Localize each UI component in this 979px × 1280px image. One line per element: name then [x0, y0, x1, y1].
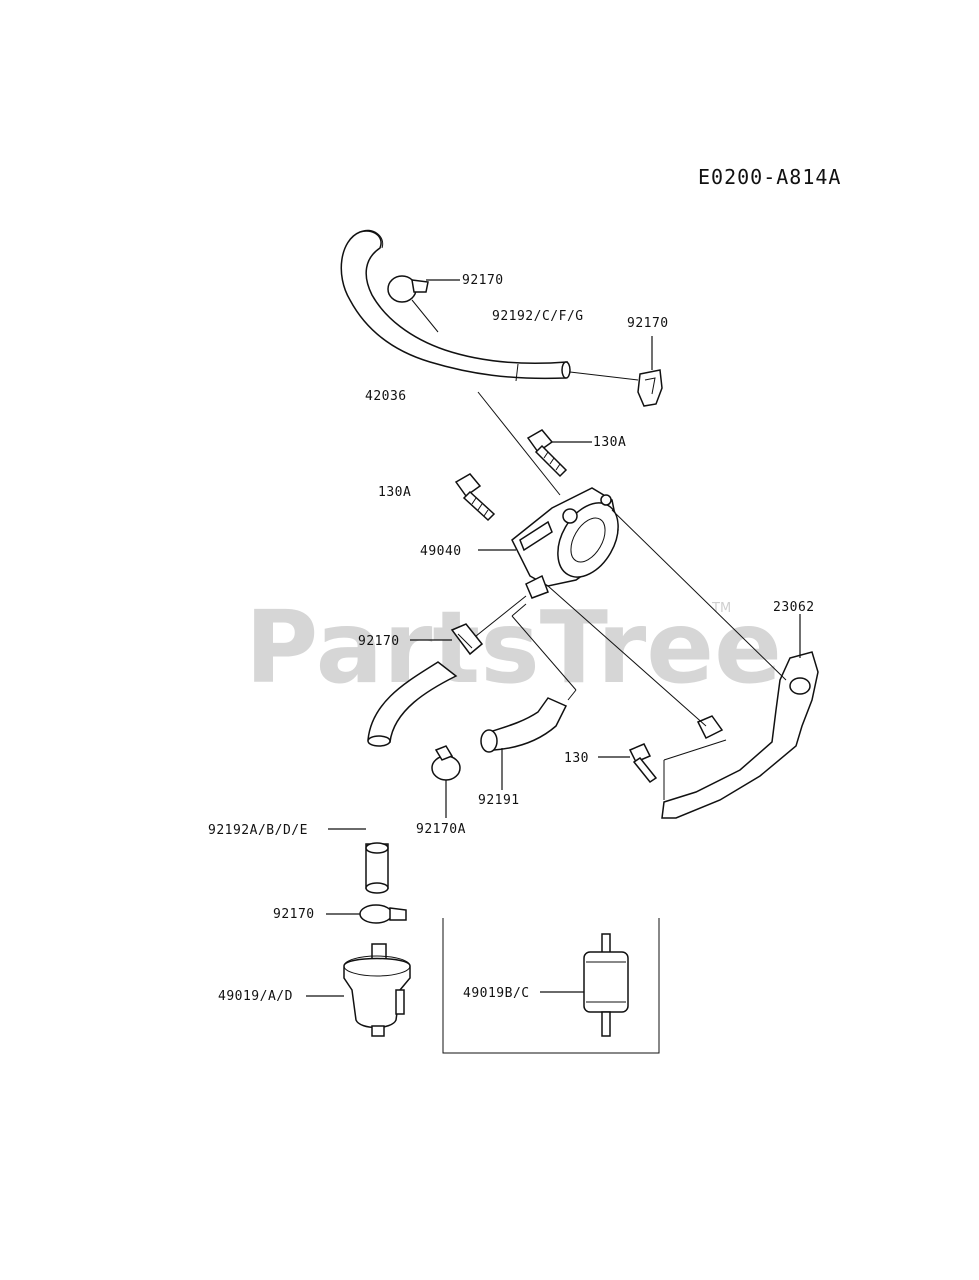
label-92170-clip-mid: 92170 — [358, 634, 400, 649]
filter-hose — [365, 842, 389, 894]
label-92170-clip-right: 92170 — [627, 316, 669, 331]
fuel-filter-b — [583, 933, 629, 1037]
label-130-bolt: 130 — [564, 751, 589, 766]
watermark: PartsTree TM — [245, 589, 782, 706]
label-130a-left: 130A — [378, 485, 411, 500]
label-92192-hose-top: 92192/C/F/G — [492, 309, 584, 324]
watermark-tm: TM — [711, 601, 731, 616]
label-49019-filter-a: 49019/A/D — [218, 989, 293, 1004]
upper-fuel-hose — [340, 229, 571, 382]
label-49019b-filter-b: 49019B/C — [463, 986, 530, 1001]
alt-filter-box — [442, 918, 660, 1054]
label-92192a-hose: 92192A/B/D/E — [208, 823, 308, 838]
fuel-pump — [511, 487, 619, 599]
label-92170-clamp-low: 92170 — [273, 907, 315, 922]
bolt-130a-left — [454, 473, 496, 522]
bolt-130 — [628, 743, 658, 784]
pump-outlet-hose — [367, 661, 458, 747]
diagram-code: E0200-A814A — [698, 165, 841, 189]
label-49040-pump: 49040 — [420, 544, 462, 559]
fuel-filter-a — [343, 943, 411, 1037]
hose-clip-right — [637, 369, 663, 407]
label-42036-pipe: 42036 — [365, 389, 407, 404]
hose-clamp-a — [431, 745, 461, 781]
hose-clamp-top — [387, 275, 429, 303]
hose-clip-mid — [450, 623, 484, 656]
watermark-text: PartsTree — [245, 589, 782, 706]
hose-clamp-low — [359, 904, 407, 924]
pump-bracket — [661, 651, 819, 819]
label-23062-bracket: 23062 — [773, 600, 815, 615]
elbow-hose — [480, 697, 568, 753]
label-92170-clamp-top: 92170 — [462, 273, 504, 288]
bolt-130a-upper — [526, 429, 568, 478]
label-92170a-clamp: 92170A — [416, 822, 466, 837]
label-130a-upper: 130A — [593, 435, 626, 450]
label-92191-elbow: 92191 — [478, 793, 520, 808]
